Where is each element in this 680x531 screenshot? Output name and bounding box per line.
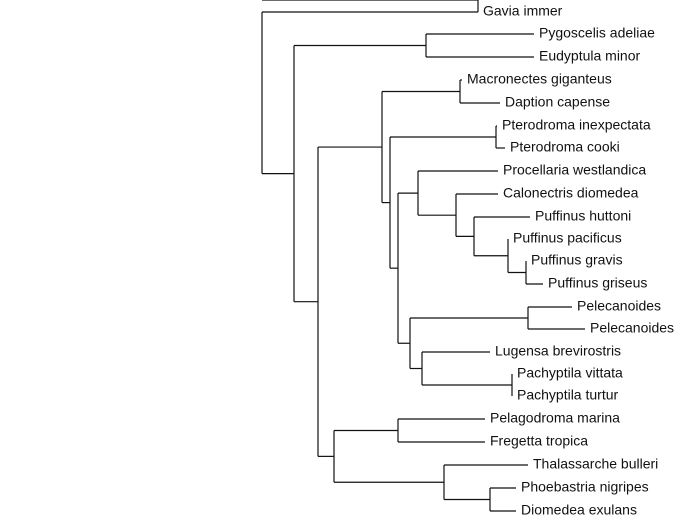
taxon-label: Diomedea exulans [521, 502, 637, 518]
taxon-label: Puffinus huttoni [535, 208, 631, 224]
taxon-label: Pachyptila turtur [517, 387, 618, 403]
taxon-label: Fregetta tropica [490, 433, 588, 449]
taxon-label: Calonectris diomedea [503, 185, 639, 201]
taxon-label: Daption capense [505, 94, 610, 110]
taxon-label: Puffinus griseus [548, 275, 647, 291]
taxon-label: Pelagodroma marina [490, 410, 620, 426]
taxon-label: Puffinus pacificus [513, 230, 622, 246]
taxon-label: Puffinus gravis [531, 252, 623, 268]
taxon-label: Pelecanoides [577, 298, 661, 314]
taxon-label: Pelecanoides [590, 320, 674, 336]
taxon-label: Lugensa brevirostris [495, 343, 621, 359]
taxon-label: Pygoscelis adeliae [539, 25, 655, 41]
taxon-label: Thalassarche bulleri [533, 456, 658, 472]
taxon-label: Pterodroma cooki [510, 139, 620, 155]
taxon-label: Procellaria westlandica [503, 162, 646, 178]
tree-branches [261, 0, 585, 512]
taxon-label: Pterodroma inexpectata [502, 117, 651, 133]
taxon-label: Pachyptila vittata [517, 365, 623, 381]
taxon-label: Phoebastria nigripes [521, 479, 649, 495]
taxon-label: Gavia immer [483, 3, 563, 19]
taxon-label: Eudyptula minor [539, 48, 641, 64]
taxon-label: Macronectes giganteus [467, 71, 612, 87]
